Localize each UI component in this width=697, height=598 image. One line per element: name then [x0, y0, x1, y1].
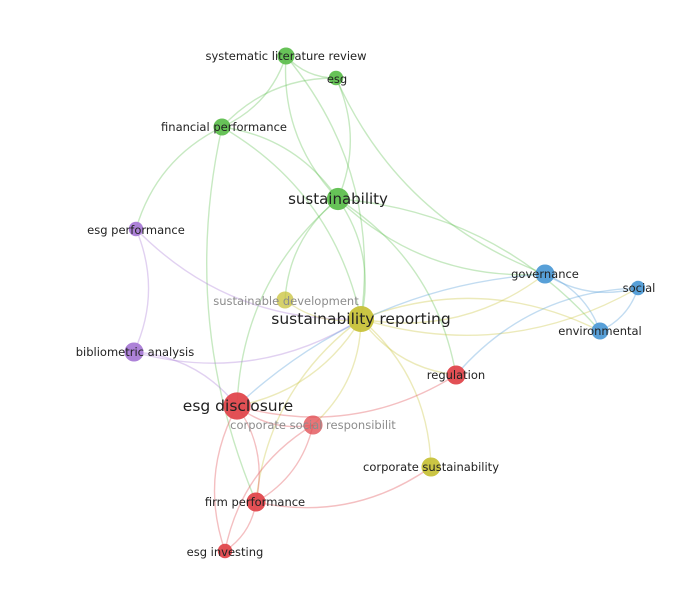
node-label-esgdisc[interactable]: esg disclosure	[183, 397, 293, 415]
edge-firmperf-corpsust	[255, 466, 432, 509]
edge-sustainability-governance	[337, 198, 546, 276]
edge-esg-governance	[335, 77, 546, 275]
edge-regulation-esgdisc	[236, 374, 457, 418]
edge-finperf-sustrep	[221, 126, 362, 320]
node-csr[interactable]	[303, 415, 323, 435]
node-label-csr[interactable]: corporate social responsibilit	[230, 418, 396, 432]
node-label-sustdev[interactable]: sustainable development	[213, 294, 359, 308]
edge-sustainability-environmental	[337, 198, 601, 332]
node-label-regulation[interactable]: regulation	[427, 368, 485, 382]
edge-esgdisc-esginv	[213, 405, 238, 552]
node-label-finperf[interactable]: financial performance	[161, 120, 287, 134]
node-label-social[interactable]: social	[623, 281, 656, 295]
node-finperf[interactable]	[213, 118, 231, 136]
nodes-layer	[124, 47, 646, 559]
edge-finperf-sustainability	[221, 126, 339, 200]
edge-slr-sustrep	[285, 55, 366, 320]
node-label-environmental[interactable]: environmental	[558, 324, 641, 338]
node-label-sustainability[interactable]: sustainability	[288, 190, 388, 208]
node-label-slr[interactable]: systematic literature review	[205, 49, 366, 63]
edge-biblio-esgdisc	[133, 351, 238, 407]
edge-esgperf-sustrep	[135, 228, 362, 320]
node-esg[interactable]	[328, 70, 344, 86]
edge-sustainability-sustrep	[337, 198, 366, 320]
node-esginv[interactable]	[217, 543, 233, 559]
node-label-biblio[interactable]: bibliometric analysis	[76, 345, 194, 359]
edge-esgperf-biblio	[133, 228, 150, 353]
edge-sustrep-social	[360, 287, 639, 336]
edge-sustrep-esgdisc	[236, 318, 362, 407]
node-esgdisc[interactable]	[223, 392, 251, 420]
edge-slr-sustainability	[284, 55, 339, 200]
edge-governance-esgdisc	[236, 273, 546, 407]
node-governance[interactable]	[535, 264, 555, 284]
edge-esg-finperf	[221, 77, 337, 128]
edge-esg-sustainability	[335, 77, 352, 200]
node-esgperf[interactable]	[128, 221, 144, 237]
edge-finperf-esgperf	[135, 126, 223, 230]
node-label-firmperf[interactable]: firm performance	[205, 495, 305, 509]
node-label-esginv[interactable]: esg investing	[187, 545, 264, 559]
node-environmental[interactable]	[591, 322, 609, 340]
edge-biblio-sustrep	[133, 318, 362, 364]
node-label-sustrep[interactable]: sustainability reporting	[271, 310, 450, 328]
node-sustainability[interactable]	[326, 187, 350, 211]
node-label-governance[interactable]: governance	[511, 267, 579, 281]
edge-sustainability-regulation	[337, 198, 457, 376]
edge-sustainability-esgdisc	[236, 198, 339, 407]
node-firmperf[interactable]	[246, 492, 266, 512]
edge-sustrep-environmental	[360, 297, 601, 332]
edge-slr-finperf	[221, 55, 287, 128]
edge-sustainability-sustdev	[284, 198, 339, 301]
node-regulation[interactable]	[446, 365, 466, 385]
node-label-corpsust[interactable]: corporate sustainability	[363, 460, 499, 474]
edge-csr-firmperf	[255, 424, 314, 503]
node-label-esg[interactable]: esg	[327, 72, 347, 86]
edge-sustrep-firmperf	[255, 318, 362, 503]
edge-sustrep-corpsust	[360, 318, 432, 468]
node-sustdev[interactable]	[276, 291, 294, 309]
node-slr[interactable]	[277, 47, 295, 65]
node-label-esgperf[interactable]: esg performance	[87, 223, 185, 237]
edge-sustrep-governance	[360, 273, 546, 324]
edge-finperf-firmperf	[206, 126, 257, 503]
labels-layer: systematic literature review esg financial…	[76, 49, 656, 559]
edge-sustrep-csr	[312, 318, 362, 426]
node-biblio[interactable]	[124, 342, 144, 362]
edge-governance-social	[544, 273, 639, 294]
node-sustrep[interactable]	[347, 305, 375, 333]
edge-csr-esginv	[224, 424, 314, 552]
edges-layer	[133, 55, 639, 552]
node-corpsust[interactable]	[421, 457, 441, 477]
edge-social-regulation	[455, 287, 639, 376]
node-social[interactable]	[630, 280, 646, 296]
